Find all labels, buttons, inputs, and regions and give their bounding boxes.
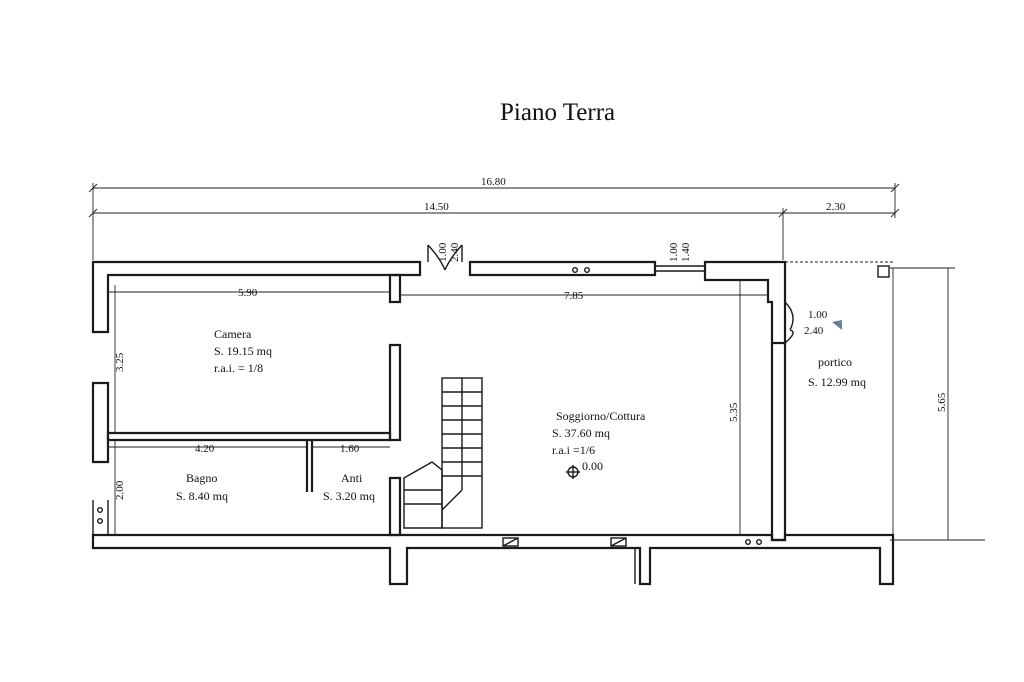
portico-door — [784, 301, 794, 344]
dim-portico-width: 2.30 — [826, 201, 846, 213]
dim-left-height-top: 3.25 — [114, 352, 126, 372]
outer-walls — [91, 260, 895, 586]
socket-icon — [96, 507, 103, 514]
level-marker-icon — [566, 465, 580, 479]
dim-anti-width: 1.60 — [340, 443, 360, 455]
room-camera-name: Camera — [214, 327, 252, 341]
dim-win2-w: 1.00 — [668, 242, 680, 262]
room-bagno-name: Bagno — [186, 471, 217, 485]
room-camera-rai: r.a.i. = 1/8 — [214, 361, 263, 375]
socket-icon — [572, 267, 579, 274]
dim-soggiorno-height: 5.35 — [728, 402, 740, 422]
dim-win1-w: 1.00 — [437, 242, 449, 262]
plan-title: Piano Terra — [500, 99, 615, 126]
room-portico-area: S. 12.99 mq — [808, 375, 866, 389]
dim-left-height-bottom: 2.00 — [114, 480, 126, 500]
dim-win2-h: 1.40 — [680, 242, 692, 262]
socket-icon — [756, 539, 763, 546]
dim-bagno-width: 4.20 — [195, 443, 215, 455]
window-icon — [502, 537, 519, 547]
entrance-arrow-icon — [832, 320, 842, 330]
socket-icon — [584, 267, 591, 274]
socket-icon — [745, 539, 752, 546]
top-door — [427, 244, 463, 271]
dim-door-h: 2.40 — [804, 325, 824, 337]
socket-icon — [96, 518, 103, 525]
room-soggiorno-rai: r.a.i =1/6 — [552, 443, 595, 457]
interior-dimension-lines — [108, 261, 985, 541]
room-camera-area: S. 19.15 mq — [214, 344, 272, 358]
dim-left-top: 5.90 — [238, 287, 258, 299]
dim-right-top: 7.85 — [564, 290, 584, 302]
dim-door-w: 1.00 — [808, 309, 828, 321]
interior-walls — [106, 273, 402, 537]
window-icon — [610, 537, 627, 547]
top-dimension-lines — [88, 183, 900, 260]
room-soggiorno-name: Soggiorno/Cottura — [556, 409, 646, 423]
room-anti-area: S. 3.20 mq — [323, 489, 375, 503]
dim-portico-height: 5.65 — [936, 392, 948, 412]
dim-total-width: 16.80 — [481, 176, 506, 188]
room-anti-name: Anti — [341, 471, 363, 485]
room-bagno-area: S. 8.40 mq — [176, 489, 228, 503]
level-mark: 0.00 — [582, 459, 603, 473]
staircase — [403, 377, 483, 529]
dim-inner-width: 14.50 — [424, 201, 449, 213]
room-soggiorno-area: S. 37.60 mq — [552, 426, 610, 440]
room-portico-name: portico — [818, 355, 852, 369]
